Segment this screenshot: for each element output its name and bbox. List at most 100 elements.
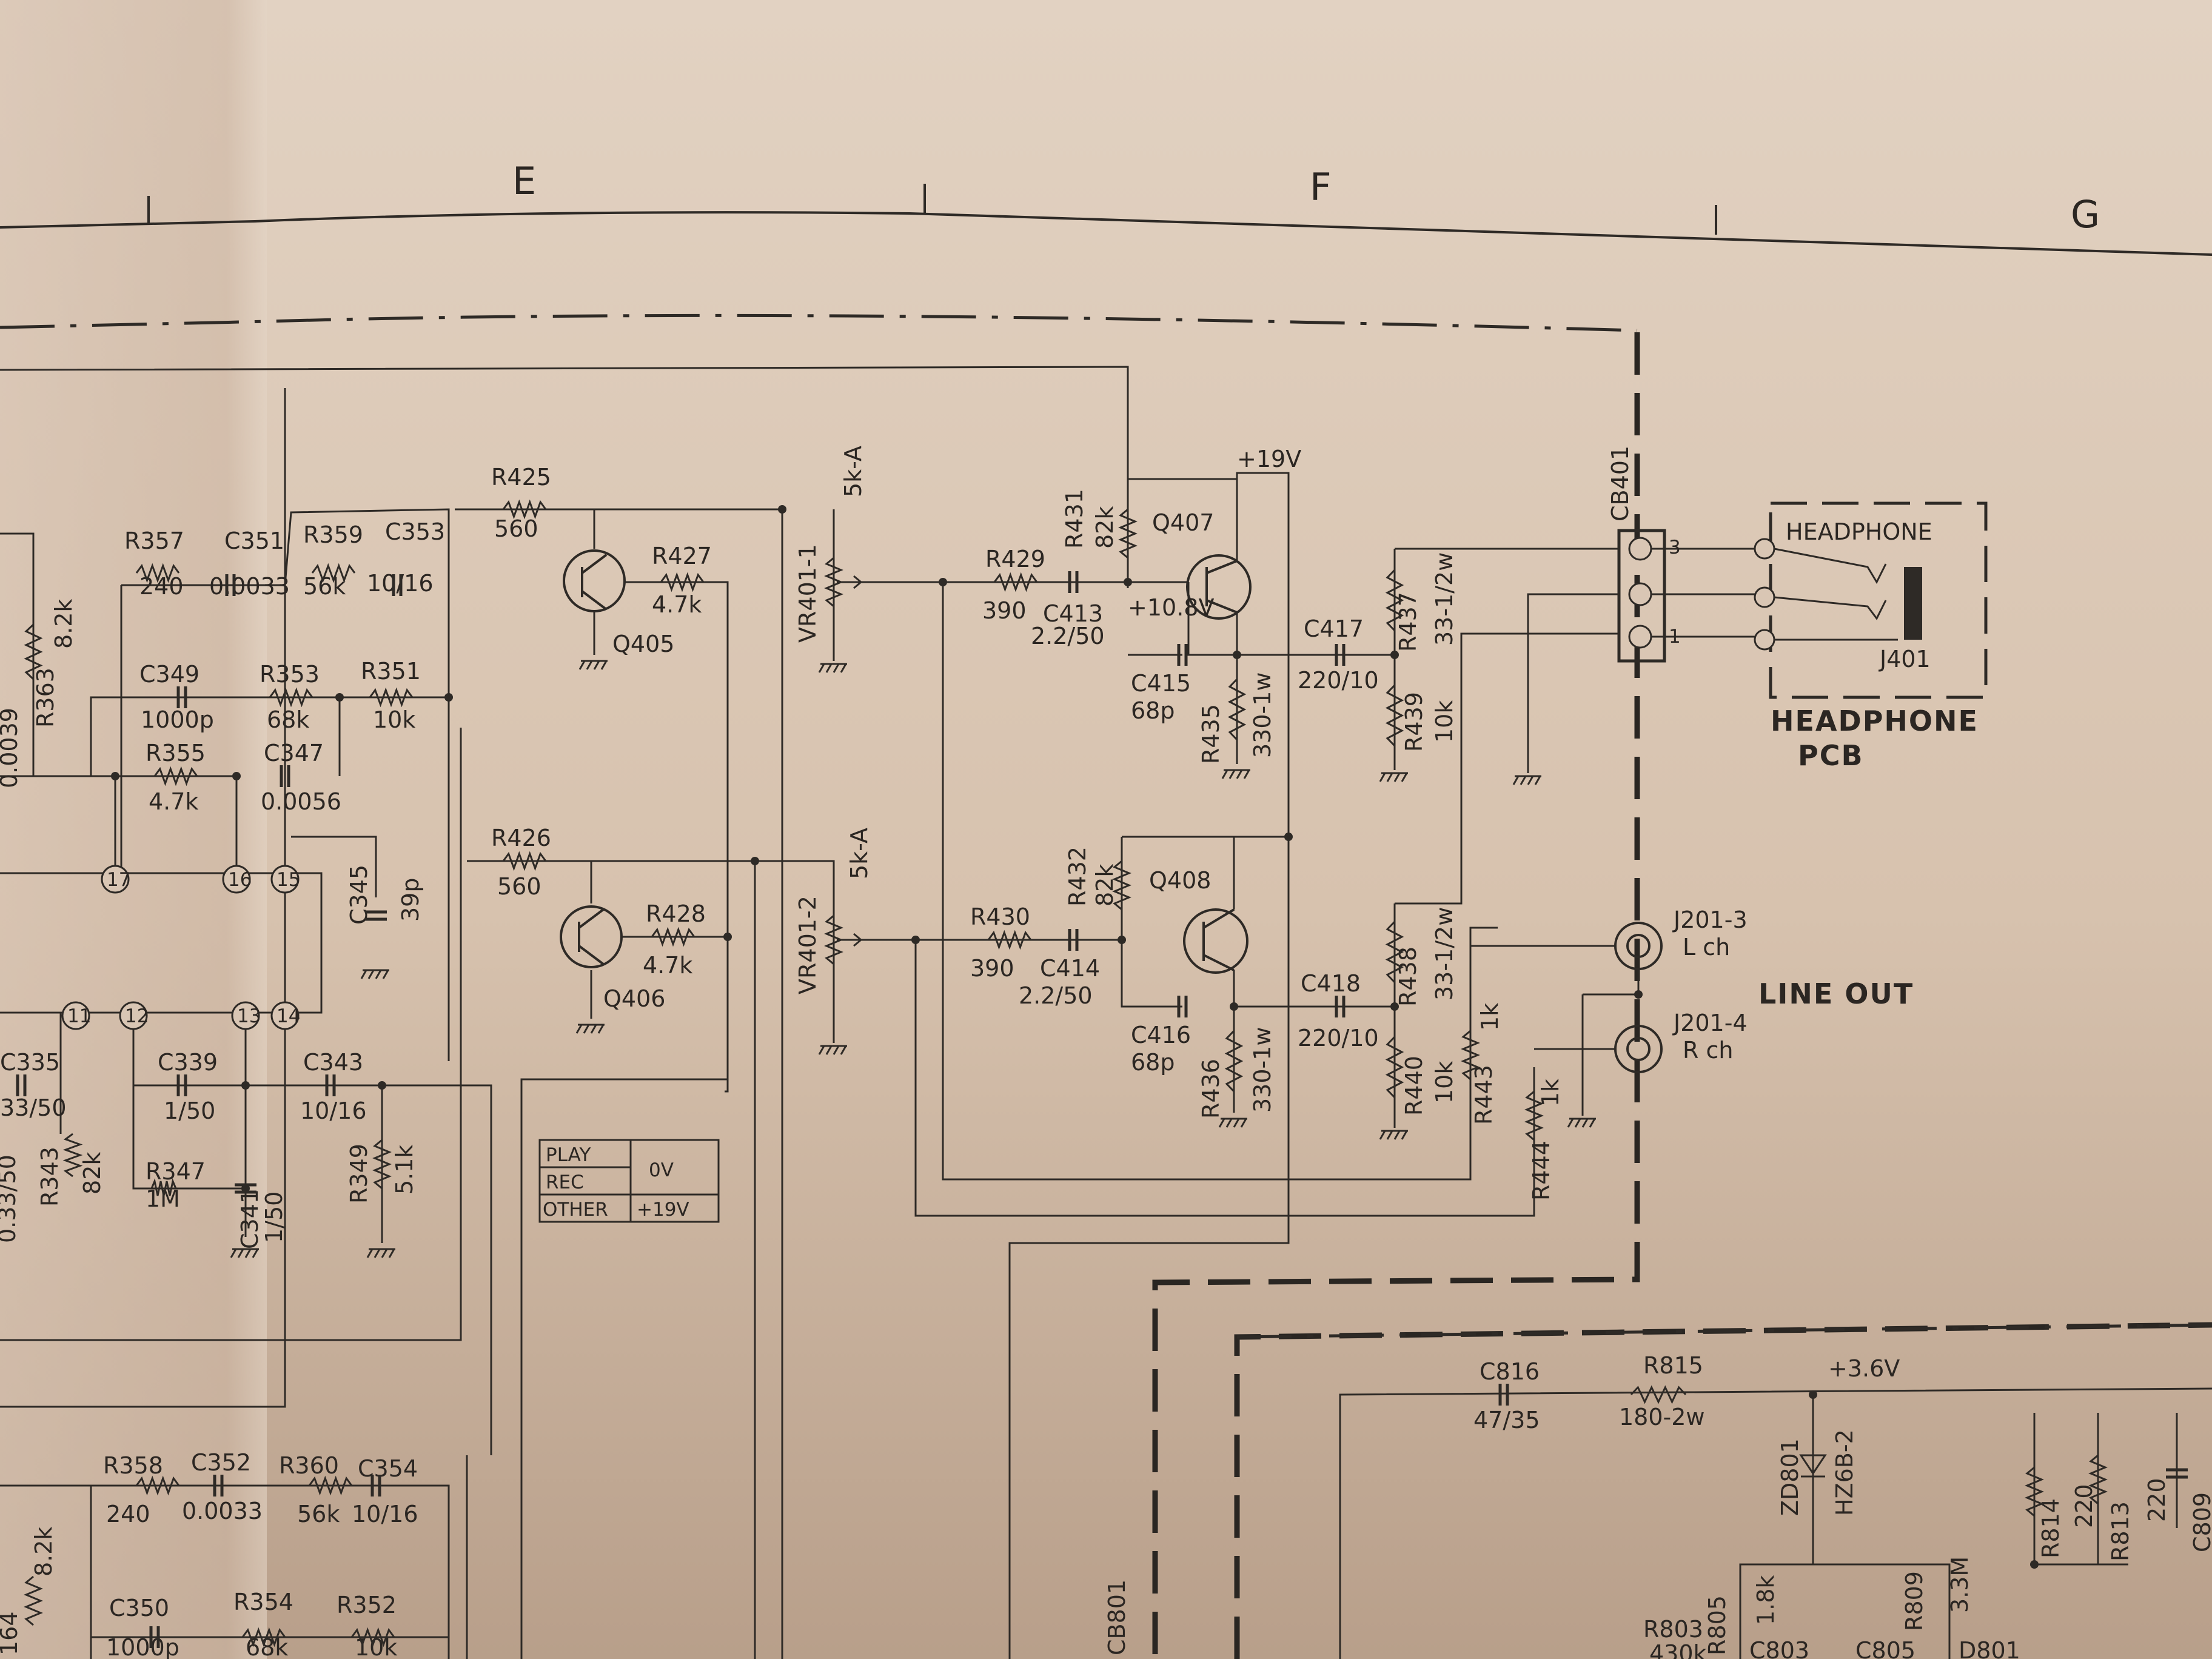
lch-label: L ch <box>1683 934 1730 960</box>
c352-value: 0.0033 <box>182 1498 263 1524</box>
r427-label: R427 <box>652 543 712 569</box>
cb801-label: CB801 <box>1104 1580 1130 1655</box>
c349-label: C349 <box>139 661 199 688</box>
r435-value: 330-1w <box>1249 672 1276 759</box>
c816-value: 47/35 <box>1473 1407 1540 1433</box>
r815-label: R815 <box>1643 1352 1703 1379</box>
resistor-symbol <box>350 1627 395 1647</box>
mode-table <box>538 1139 720 1223</box>
j401-label: J401 <box>1879 646 1931 672</box>
r360-value: 56k <box>297 1501 340 1527</box>
ground-symbol <box>818 1045 847 1055</box>
mode-rec: REC <box>546 1171 584 1193</box>
voltage-108v: +10.8V <box>1128 594 1214 621</box>
mode-v19: +19V <box>637 1199 689 1221</box>
ground-symbol <box>230 1248 259 1258</box>
r803-value: 430k <box>1649 1640 1707 1659</box>
r444-value: 1k <box>1537 1079 1564 1107</box>
resistor-symbol <box>269 687 313 708</box>
ground-symbol <box>578 660 608 670</box>
transistor-q408-icon <box>1202 908 1235 971</box>
c415-value: 68p <box>1131 697 1175 724</box>
board-boundary-power-top <box>1236 1323 2212 1339</box>
headphone-amp-left <box>833 472 1619 1181</box>
c335-value: 33/50 <box>0 1094 67 1121</box>
resistor-symbol <box>987 930 1032 950</box>
rch-label: R ch <box>1683 1037 1733 1064</box>
resistor-symbol <box>1227 678 1247 741</box>
c341-value: 1/50 <box>261 1191 287 1243</box>
r440-value: 10k <box>1431 1061 1458 1104</box>
ground-symbol <box>1379 772 1408 782</box>
left-bus-wire <box>0 388 286 1408</box>
component-symbols <box>16 499 2188 1648</box>
resistor-symbol <box>993 572 1038 592</box>
r431-label: R431 <box>1061 489 1088 549</box>
resistor-symbol <box>135 563 180 583</box>
c351-label: C351 <box>224 528 284 554</box>
ground-symbol <box>1221 769 1250 779</box>
r814-value: 220 <box>2071 1484 2097 1528</box>
headphone-jack <box>1754 501 1988 699</box>
edge-value: 8.2k <box>30 1527 57 1577</box>
ground-symbol <box>1218 1118 1247 1128</box>
r803-label: R803 <box>1643 1616 1703 1643</box>
r435-label: R435 <box>1198 704 1224 764</box>
transistor-q406-icon <box>578 908 605 965</box>
c350-value: 1000p <box>106 1634 179 1659</box>
ic-pin-13: 13 <box>237 1005 261 1027</box>
resistor-symbol <box>308 1475 353 1496</box>
mode-play: PLAY <box>546 1144 591 1166</box>
c413-label: C413 <box>1043 600 1103 627</box>
voltage-19v: +19V <box>1237 446 1301 472</box>
ground-symbol <box>360 969 389 979</box>
q405-label: Q405 <box>612 631 674 657</box>
left-bus-wire-2 <box>0 728 462 1341</box>
r428-value: 4.7k <box>643 952 692 979</box>
c809-label: C809 <box>2189 1492 2212 1552</box>
r429-label: R429 <box>985 546 1045 572</box>
c343-label: C343 <box>303 1049 363 1076</box>
board-boundary <box>0 313 1638 332</box>
resistor-symbol <box>660 572 705 592</box>
r349-value: 5.1k <box>391 1145 418 1195</box>
c414-value: 2.2/50 <box>1019 982 1093 1009</box>
ground-symbol <box>1379 1130 1408 1140</box>
transistor-q405-icon <box>581 554 608 611</box>
c416-label: C416 <box>1131 1022 1191 1048</box>
resistor-symbol <box>24 623 43 680</box>
r360-label: R360 <box>279 1452 339 1479</box>
resistor-symbol <box>1385 569 1404 632</box>
c351-value: 0.0033 <box>209 573 290 600</box>
ground-symbol <box>575 1024 605 1034</box>
q407-label: Q407 <box>1152 509 1214 536</box>
resistor-symbol <box>1224 1030 1244 1093</box>
q406-label: Q406 <box>603 985 665 1012</box>
c354-label: C354 <box>358 1455 418 1482</box>
ic-pin-11: 11 <box>67 1005 91 1027</box>
resistor-symbol <box>2025 1466 2044 1517</box>
r429-value: 390 <box>982 597 1027 624</box>
cb401-connector <box>1527 529 1761 773</box>
column-label-e: E <box>512 159 536 203</box>
resistor-symbol <box>1461 1030 1480 1081</box>
c416-value: 68p <box>1131 1049 1175 1076</box>
vr401-1-value: 5k-A <box>840 446 866 497</box>
c417-value: 220/10 <box>1298 667 1379 694</box>
c418-label: C418 <box>1301 970 1361 997</box>
r428-label: R428 <box>646 900 706 927</box>
resistor-symbol <box>150 1178 177 1196</box>
c816-label: C816 <box>1480 1358 1540 1385</box>
r440-label: R440 <box>1401 1056 1427 1116</box>
resistor-symbol <box>502 851 547 871</box>
r809-label: R809 <box>1901 1571 1928 1631</box>
r430-value: 390 <box>970 955 1014 982</box>
r438-value: 33-1/2w <box>1431 907 1458 1000</box>
r437-value: 33-1/2w <box>1431 552 1458 646</box>
vr401-2-value: 5k-A <box>846 828 873 879</box>
resistor-symbol <box>311 563 356 583</box>
r426-label: R426 <box>491 825 551 851</box>
resistor-symbol <box>153 766 198 786</box>
